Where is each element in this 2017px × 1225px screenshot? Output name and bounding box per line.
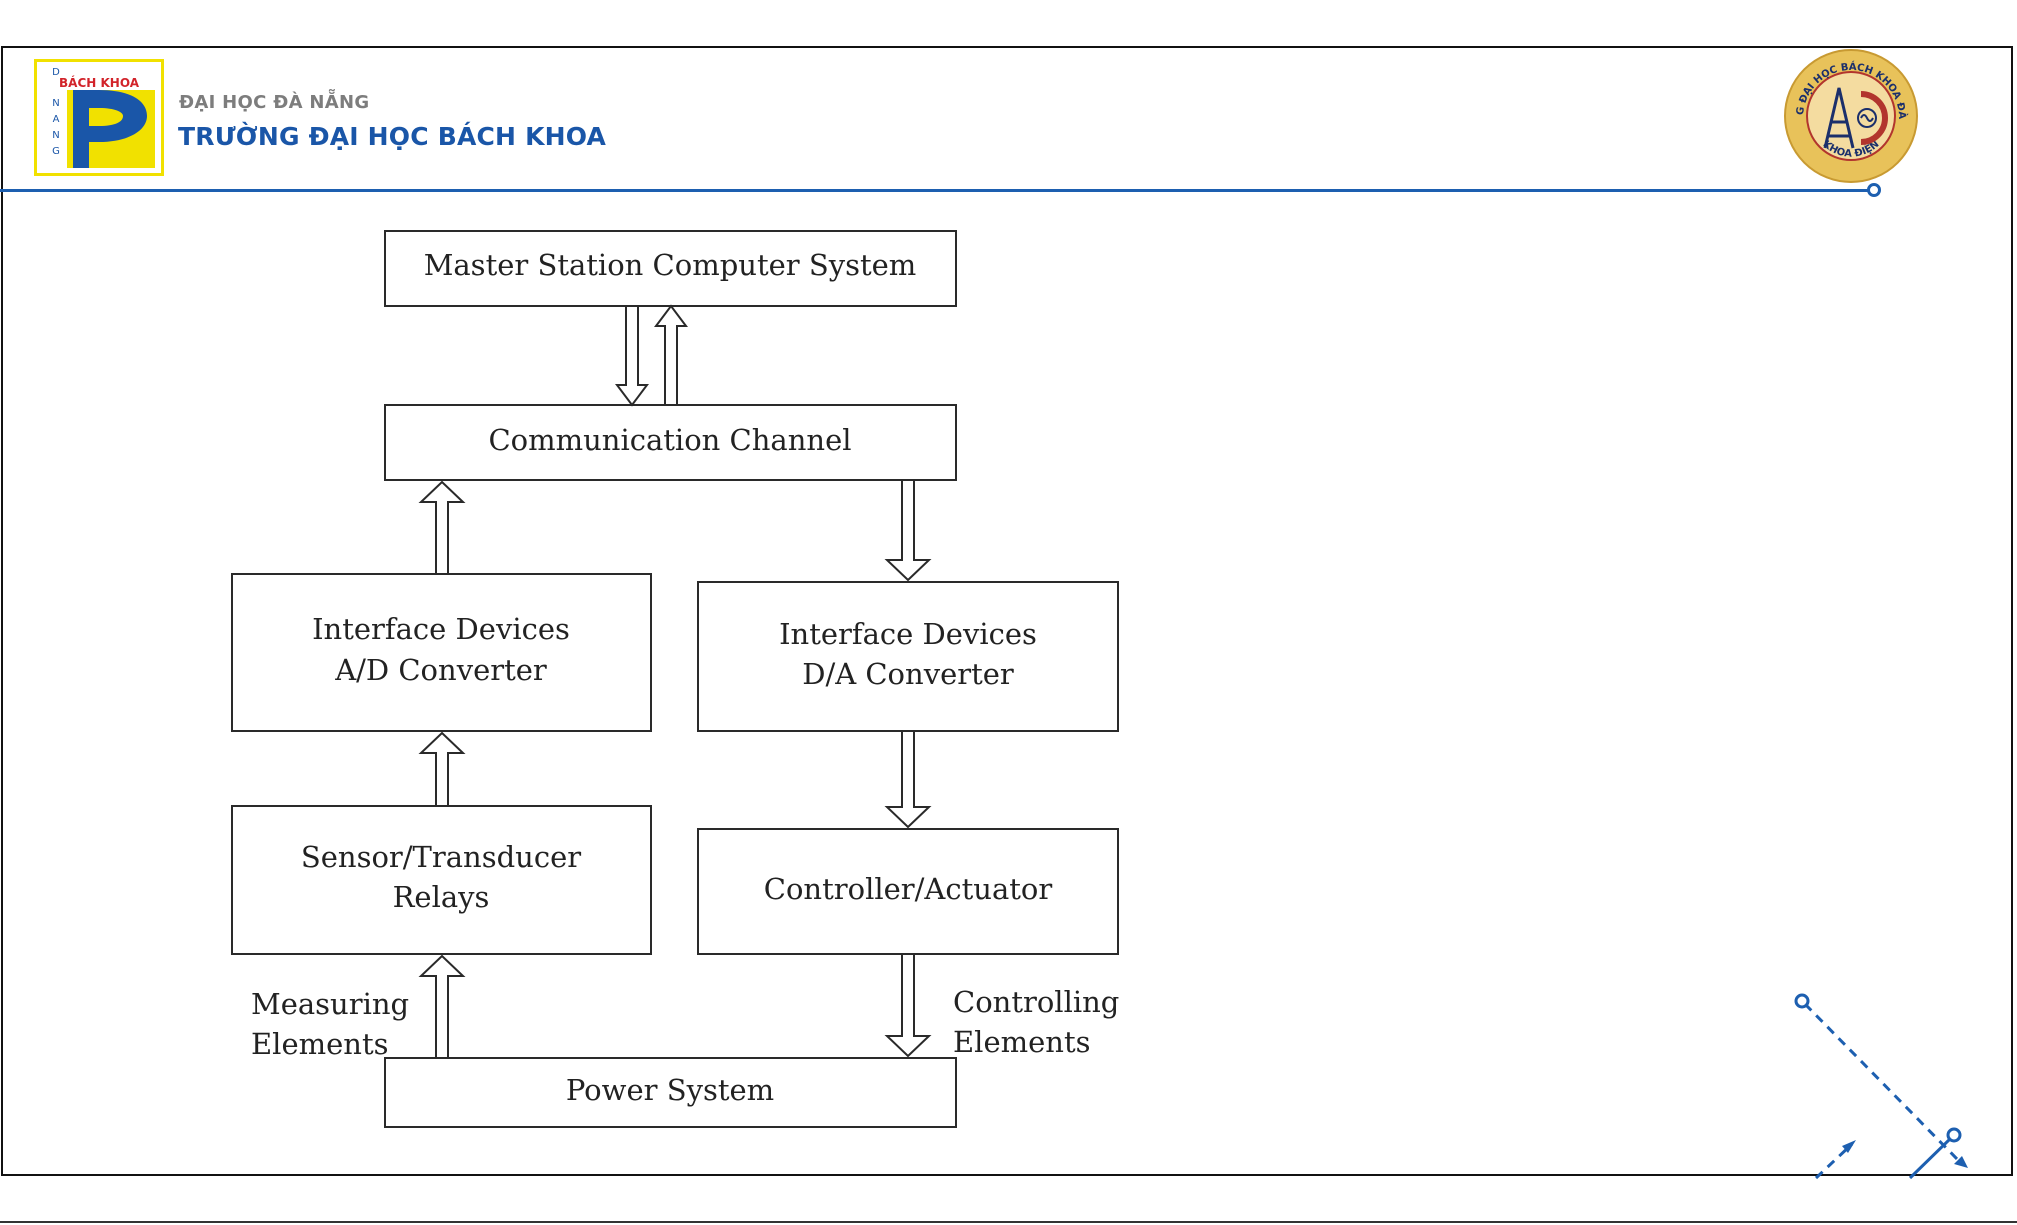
bottom-rule <box>0 1221 2017 1223</box>
arrow-comm-to-master <box>654 304 688 406</box>
measuring-elements-label-1: Measuring <box>251 987 409 1021</box>
logo-graphic: D BÁCH KHOA N A N G <box>52 67 155 168</box>
scada-block-diagram: Master Station Computer System Communica… <box>231 230 1119 1128</box>
header-rule <box>0 189 1870 192</box>
box-interface-ad: Interface Devices A/D Converter <box>231 573 652 732</box>
arrow-ad-to-comm-shape <box>418 480 466 575</box>
arrow-power-to-sensor <box>418 954 466 1059</box>
box-sensor-transducer: Sensor/Transducer Relays <box>231 805 652 955</box>
arrow-master-to-comm <box>615 305 649 407</box>
arrow-sensor-to-ad-shape <box>418 731 466 807</box>
arrow-da-to-controller-shape <box>884 730 932 829</box>
seal-arc-icon <box>1860 91 1888 145</box>
box-interface-da-label-2: D/A Converter <box>802 657 1014 691</box>
box-controller-actuator: Controller/Actuator <box>697 828 1119 955</box>
corner-arrowhead-icon-2 <box>1842 1140 1856 1153</box>
box-communication-channel: Communication Channel <box>384 404 957 481</box>
box-sensor-transducer-rect <box>231 805 652 955</box>
arrow-comm-to-master-shape <box>654 304 688 406</box>
seal-sine-icon <box>1860 114 1874 122</box>
university-name-line2: TRƯỜNG ĐẠI HỌC BÁCH KHOA <box>178 122 607 151</box>
box-interface-da-label-1: Interface Devices <box>779 617 1037 651</box>
corner-solid-line-icon <box>1908 1136 1953 1180</box>
box-power-system-rect <box>384 1057 957 1128</box>
corner-circle-icon-1 <box>1794 993 1810 1009</box>
logo-side-letter-2: N <box>52 98 59 109</box>
logo-side-letter-4: N <box>52 130 59 141</box>
box-controller-actuator-label: Controller/Actuator <box>764 872 1053 906</box>
corner-arrowhead-icon-1 <box>1954 1156 1968 1168</box>
university-name-line1: ĐẠI HỌC ĐÀ NẴNG <box>179 92 370 113</box>
seal-inner-disc <box>1806 71 1896 161</box>
arrow-da-to-controller <box>884 730 932 829</box>
box-interface-ad-rect <box>231 573 652 732</box>
arrow-sensor-to-ad <box>418 731 466 807</box>
header-rule-end-circle <box>1867 183 1881 197</box>
arrow-power-to-sensor-shape <box>418 954 466 1059</box>
controlling-elements-label-1: Controlling <box>953 985 1119 1019</box>
box-controller-actuator-rect <box>697 828 1119 955</box>
box-sensor-transducer-label-1: Sensor/Transducer <box>301 840 581 874</box>
box-master-station-label: Master Station Computer System <box>424 248 917 282</box>
box-power-system: Power System <box>384 1057 957 1128</box>
corner-short-dashed-line-icon <box>1814 1142 1854 1180</box>
logo-d-counter <box>89 108 123 126</box>
measuring-elements-label-2: Elements <box>251 1027 388 1061</box>
box-power-system-label: Power System <box>566 1073 774 1107</box>
faculty-seal: TRƯỜNG ĐẠI HỌC BÁCH KHOA ĐÀ NẴNG KHOA ĐI… <box>1781 48 1918 183</box>
box-interface-da: Interface Devices D/A Converter <box>697 581 1119 732</box>
university-logo: D BÁCH KHOA N A N G <box>34 59 164 176</box>
controlling-elements-label-2: Elements <box>953 1025 1090 1059</box>
box-interface-ad-label-2: A/D Converter <box>334 653 547 687</box>
logo-top-text: BÁCH KHOA <box>59 75 140 90</box>
arrow-controller-to-power <box>884 953 932 1058</box>
box-interface-ad-label-1: Interface Devices <box>312 612 570 646</box>
logo-side-letter-1: D <box>52 67 60 78</box>
logo-side-letter-5: G <box>52 146 60 157</box>
arrow-controller-to-power-shape <box>884 953 932 1058</box>
corner-dashed-line-icon <box>1803 1002 1962 1164</box>
box-master-station: Master Station Computer System <box>384 230 957 307</box>
arrow-ad-to-comm <box>418 480 466 575</box>
logo-side-letter-3: A <box>53 114 60 125</box>
corner-decoration <box>1794 993 1968 1180</box>
box-sensor-transducer-label-2: Relays <box>393 880 490 914</box>
arrow-comm-to-da-shape <box>884 479 932 582</box>
arrow-master-to-comm-shape <box>615 305 649 407</box>
box-communication-channel-label: Communication Channel <box>488 423 851 457</box>
seal-tower-icon <box>1823 87 1855 149</box>
corner-circle-icon-2 <box>1946 1127 1962 1143</box>
box-interface-da-rect <box>697 581 1119 732</box>
seal-wave-circle-icon <box>1857 108 1877 128</box>
arrow-comm-to-da <box>884 479 932 582</box>
